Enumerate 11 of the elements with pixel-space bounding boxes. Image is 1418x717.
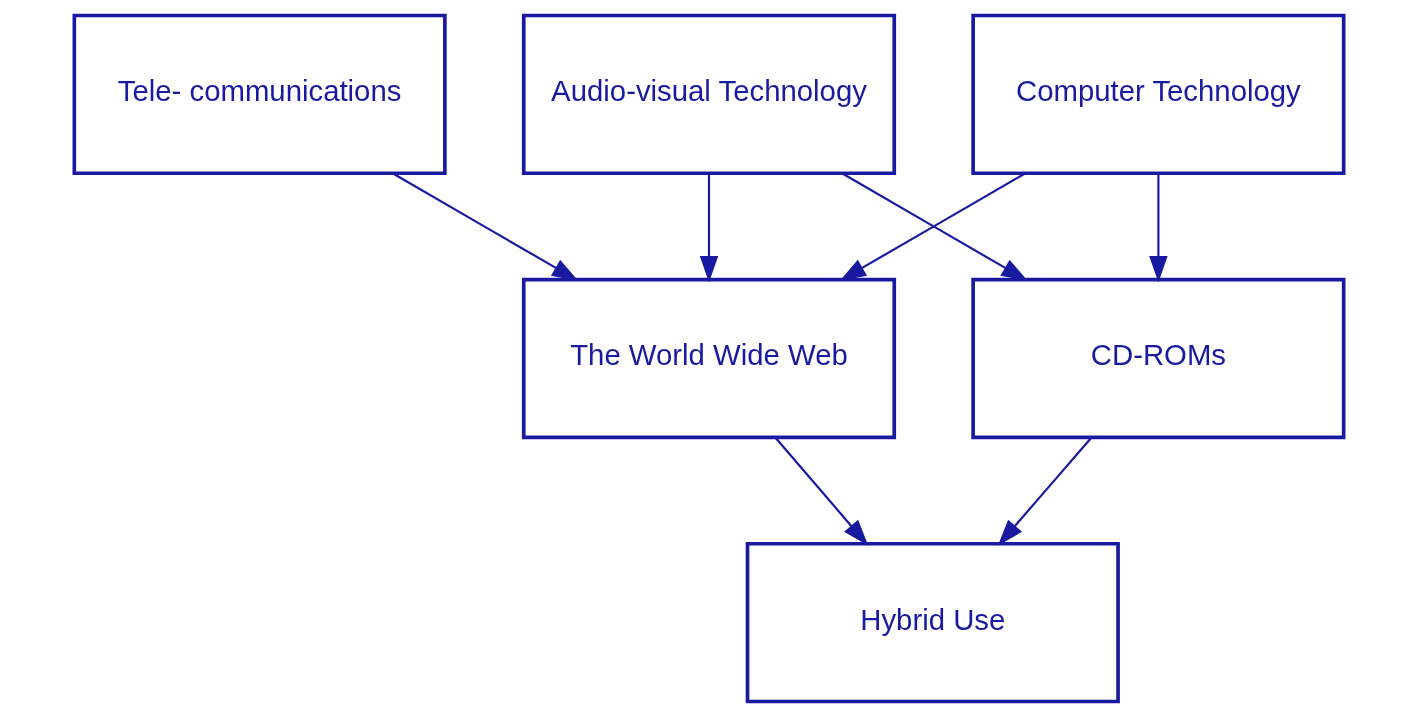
arrow <box>699 173 719 283</box>
arrow <box>774 437 869 546</box>
node-box: Tele- communications <box>72 13 447 176</box>
arrow <box>1149 173 1168 283</box>
node-box: Audio-visual Technology <box>521 13 897 176</box>
node-box: Hybrid Use <box>745 541 1120 704</box>
arrow <box>997 437 1093 546</box>
arrow <box>392 172 579 281</box>
node-box: Computer Technology <box>971 13 1346 176</box>
node-box: The World Wide Web <box>521 277 897 440</box>
node-box: CD-ROMs <box>971 277 1346 440</box>
